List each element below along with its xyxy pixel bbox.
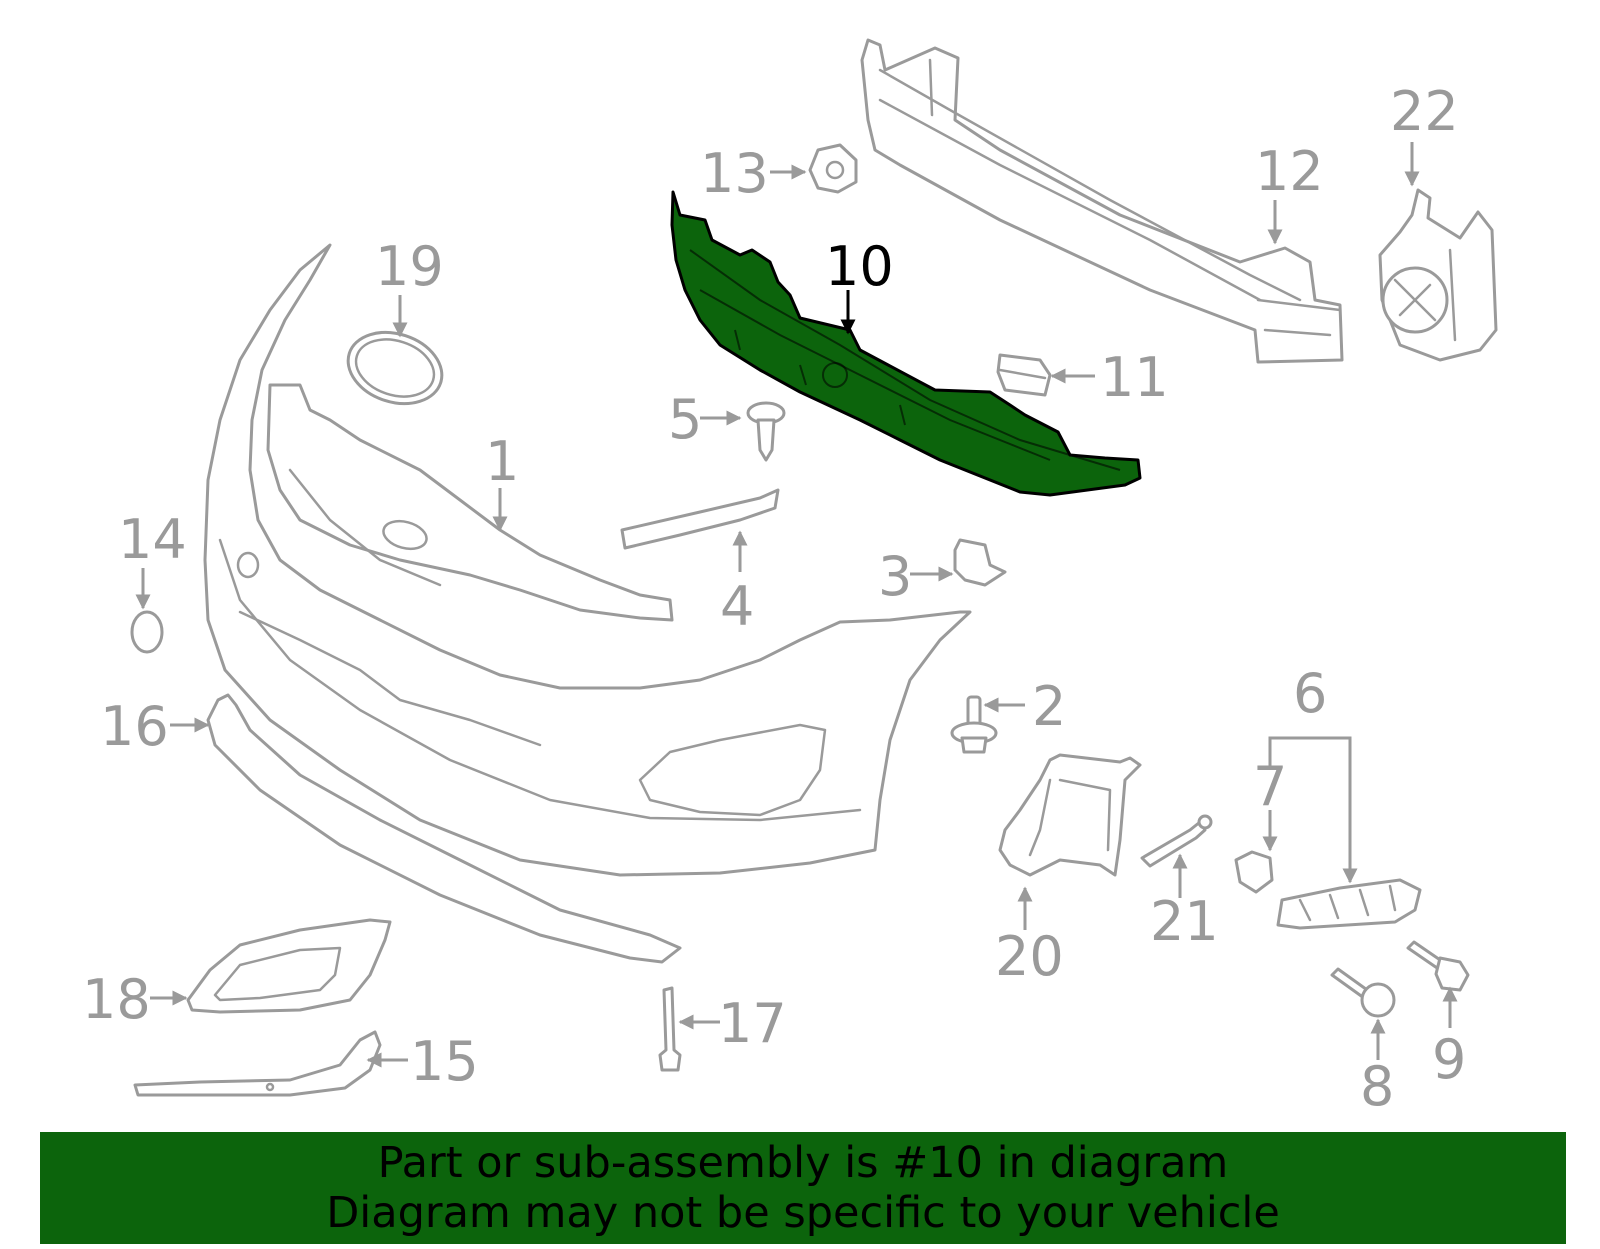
part-16-lower-strip <box>206 693 682 964</box>
callout-labels: 13 12 22 10 11 5 19 1 4 3 14 2 16 6 7 21… <box>82 80 1466 1118</box>
callout-12: 12 <box>1255 140 1324 203</box>
part-1-grille <box>266 383 674 622</box>
part-21-rod <box>1140 814 1213 868</box>
callout-2: 2 <box>1032 675 1066 738</box>
part-4-bracket <box>620 488 780 550</box>
callout-18: 18 <box>82 968 151 1031</box>
part-20-side-bracket <box>998 753 1142 877</box>
callout-15: 15 <box>410 1030 479 1093</box>
part-bumper-cover <box>203 243 972 877</box>
part-5-push-pin <box>746 401 786 462</box>
part-19-emblem <box>346 330 444 406</box>
part-14-ring <box>130 610 164 654</box>
part-6-bracket <box>1276 878 1422 930</box>
part-15-trim-strip <box>133 1030 382 1097</box>
callout-1: 1 <box>485 430 519 493</box>
part-9-bolt <box>1406 940 1470 992</box>
callout-14: 14 <box>118 508 187 571</box>
callout-20: 20 <box>995 925 1064 988</box>
callout-17: 17 <box>718 992 787 1055</box>
part-12-reinforcement-beam <box>860 38 1344 364</box>
part-10-energy-absorber <box>670 190 1142 497</box>
part-13-nut <box>808 143 858 194</box>
callout-13: 13 <box>700 142 769 205</box>
info-banner: Part or sub-assembly is #10 in diagram D… <box>40 1132 1566 1244</box>
callout-22: 22 <box>1390 80 1459 143</box>
part-8-bolt <box>1330 967 1396 1018</box>
banner-line-2: Diagram may not be specific to your vehi… <box>326 1188 1280 1238</box>
banner-line-1: Part or sub-assembly is #10 in diagram <box>377 1138 1229 1188</box>
parts-diagram: 13 12 22 10 11 5 19 1 4 3 14 2 16 6 7 21… <box>82 38 1498 1118</box>
part-3-bracket <box>953 538 1007 587</box>
part-2-bolt <box>950 695 998 754</box>
callout-11: 11 <box>1100 346 1169 409</box>
callout-10: 10 <box>825 235 894 298</box>
leader-arrows <box>135 142 1458 1068</box>
part-11-clip <box>996 353 1052 397</box>
callout-8: 8 <box>1360 1055 1394 1118</box>
callout-16: 16 <box>100 695 169 758</box>
callout-9: 9 <box>1432 1028 1466 1091</box>
part-22-sensor-bracket <box>1378 188 1498 362</box>
part-7-clip <box>1234 850 1274 894</box>
callout-21: 21 <box>1150 890 1219 953</box>
callout-3: 3 <box>878 545 912 608</box>
callout-7: 7 <box>1253 755 1287 818</box>
callout-19: 19 <box>375 235 444 298</box>
callout-6: 6 <box>1293 662 1327 725</box>
part-18-fog-cover <box>186 918 392 1014</box>
part-17-pin <box>658 986 682 1072</box>
callout-5: 5 <box>668 388 702 451</box>
callout-4: 4 <box>720 575 754 638</box>
